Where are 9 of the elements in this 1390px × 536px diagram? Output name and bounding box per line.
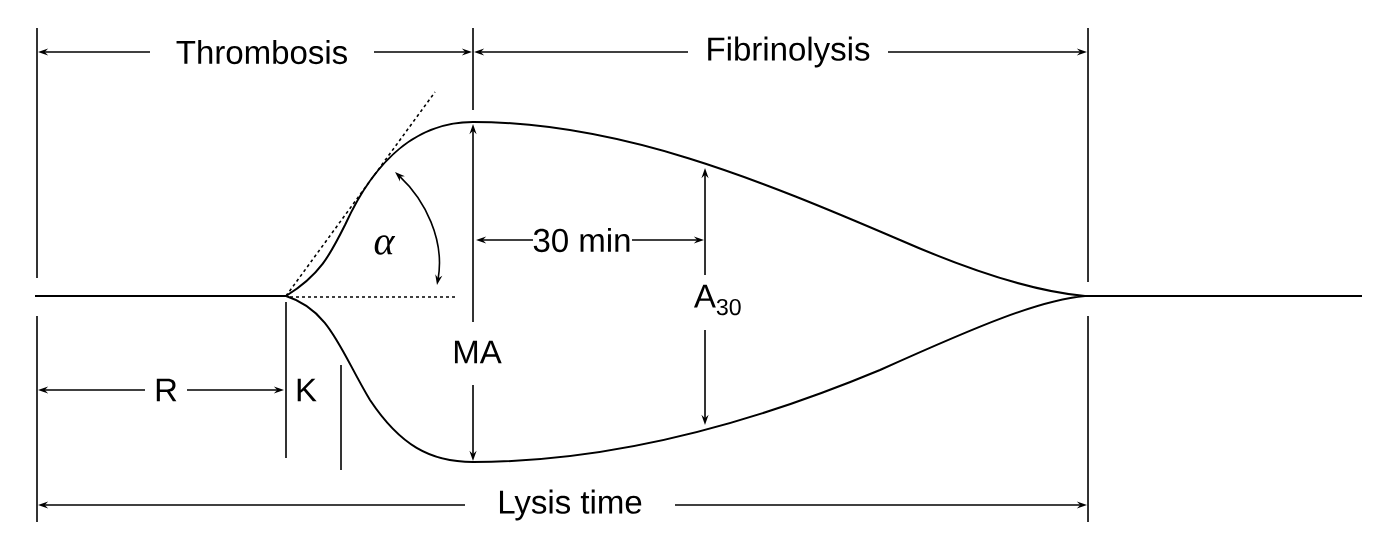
dimension-label: Lysis time (500, 489, 642, 521)
dimension-label: MA (454, 340, 502, 364)
dimension-label: Thrombosis (176, 39, 347, 65)
dimension-label: Fibrinolysis (708, 36, 870, 68)
dimension-label: 30 min (533, 227, 630, 253)
angle-label: α (374, 235, 396, 255)
dimension-label: A$_{30}$ (693, 284, 741, 316)
dimension-label: K (297, 378, 317, 402)
dimension-label: R (156, 378, 177, 402)
